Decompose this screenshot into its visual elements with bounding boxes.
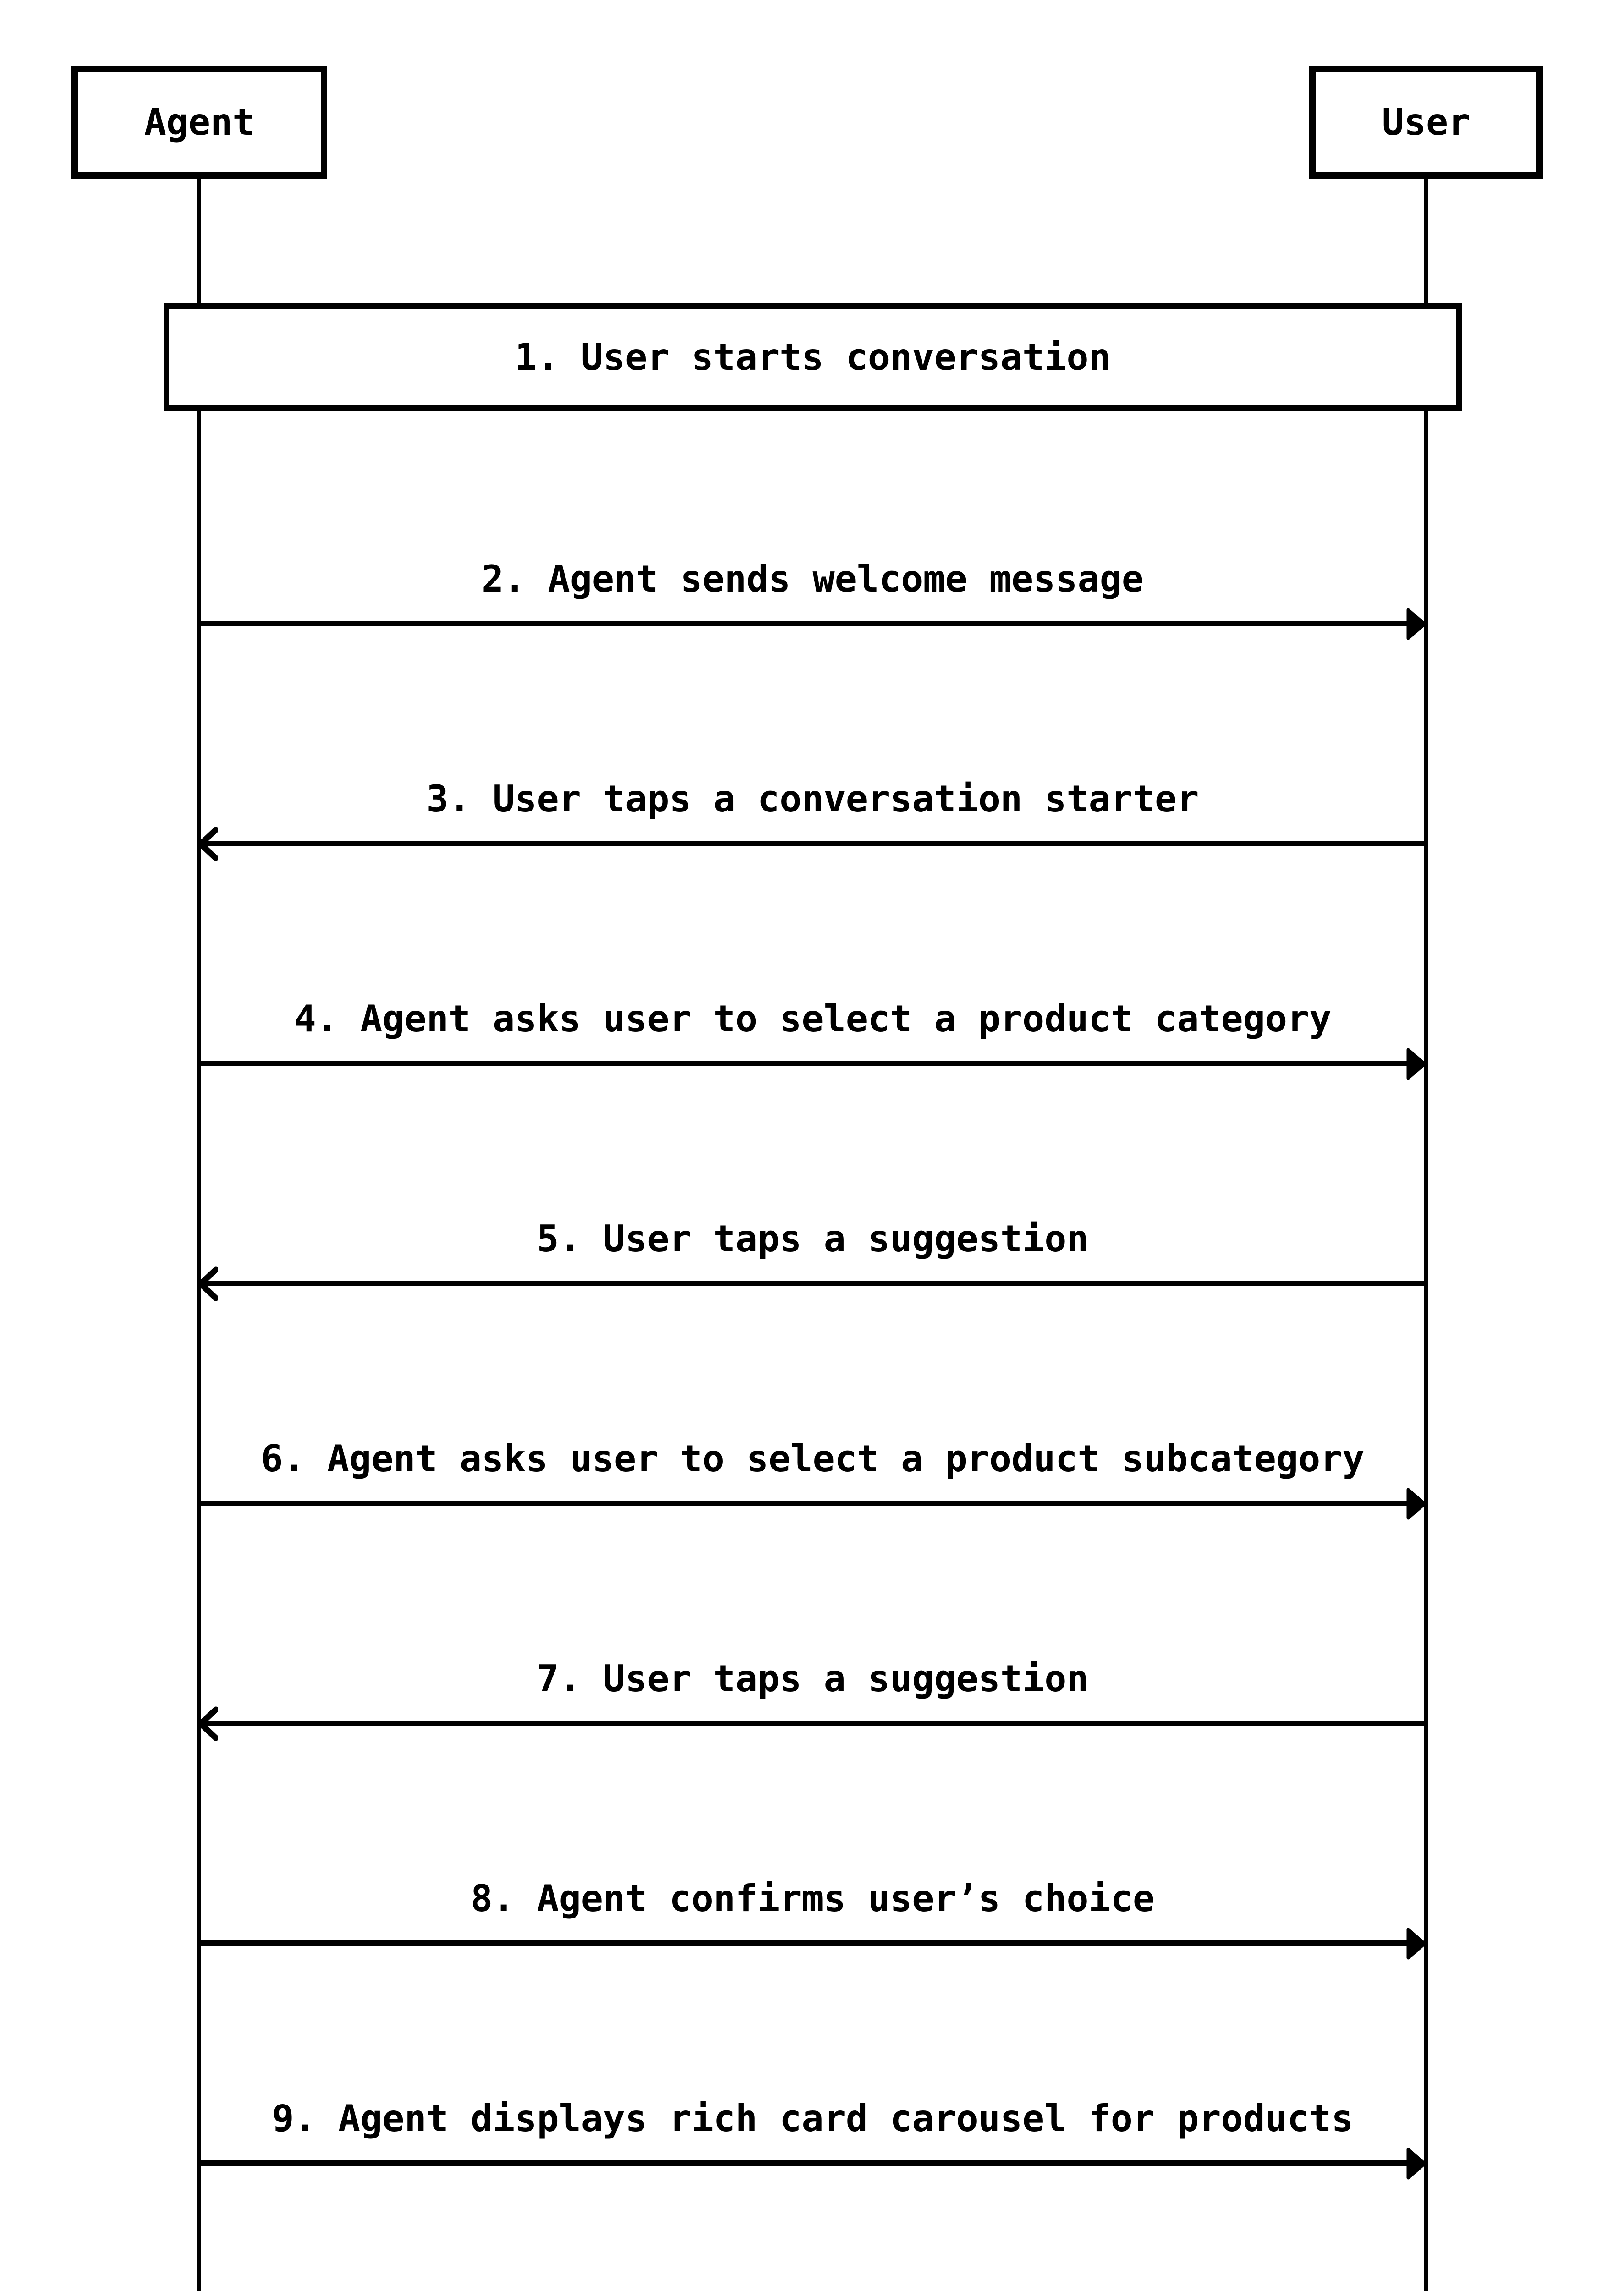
message-3-label: 3. User taps a conversation starter	[426, 778, 1199, 820]
note-user-starts-conversation: 1. User starts conversation	[164, 303, 1462, 411]
message-3-arrowhead-open-left	[197, 826, 218, 862]
message-7-arrowhead-open-left	[197, 1706, 218, 1742]
message-8-arrow-line	[199, 1940, 1410, 1946]
message-9-label: 9. Agent displays rich card carousel for…	[272, 2097, 1354, 2140]
message-5-arrowhead-open-left	[197, 1266, 218, 1302]
message-6-label: 6. Agent asks user to select a product s…	[261, 1437, 1365, 1480]
actor-box-agent-top: Agent	[71, 66, 327, 179]
note-label: 1. User starts conversation	[515, 335, 1111, 378]
user-lifeline	[1424, 174, 1428, 2291]
message-9-arrow-line	[199, 2160, 1410, 2166]
actor-box-user-top: User	[1309, 66, 1543, 179]
message-8-label: 8. Agent confirms user’s choice	[470, 1877, 1155, 1920]
message-7-arrow-line	[199, 1721, 1426, 1726]
message-5-arrow-line	[199, 1281, 1426, 1286]
message-2-label: 2. Agent sends welcome message	[482, 558, 1144, 600]
agent-lifeline	[197, 174, 201, 2291]
message-4-arrowhead-solid-right	[1406, 1046, 1427, 1082]
actor-label-user-top: User	[1382, 101, 1470, 143]
message-6-arrowhead-solid-right	[1406, 1486, 1427, 1522]
message-8-arrowhead-solid-right	[1406, 1926, 1427, 1962]
message-2-arrow-line	[199, 621, 1410, 626]
message-6-arrow-line	[199, 1501, 1410, 1506]
message-5-label: 5. User taps a suggestion	[537, 1217, 1089, 1260]
message-2-arrowhead-solid-right	[1406, 606, 1427, 642]
message-4-arrow-line	[199, 1061, 1410, 1066]
message-3-arrow-line	[199, 841, 1426, 846]
actor-label-agent-top: Agent	[144, 101, 255, 143]
message-4-label: 4. Agent asks user to select a product c…	[294, 998, 1332, 1040]
message-9-arrowhead-solid-right	[1406, 2146, 1427, 2181]
message-7-label: 7. User taps a suggestion	[537, 1657, 1089, 1700]
